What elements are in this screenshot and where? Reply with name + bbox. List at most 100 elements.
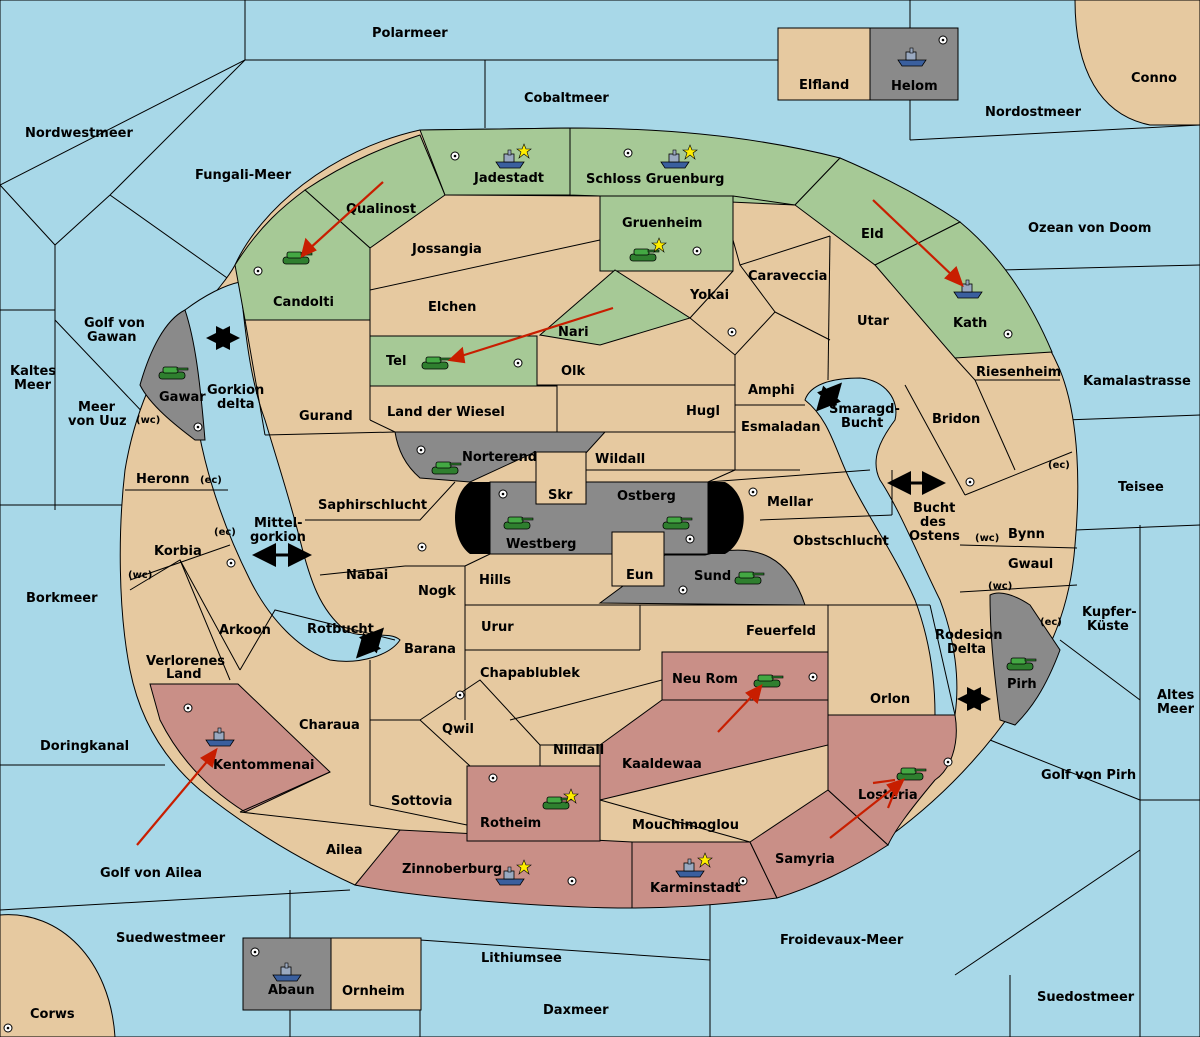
land-charaua: Charaua — [299, 718, 360, 733]
coast-bynn-wc: (wc) — [975, 533, 999, 544]
coast-heronn-ec: (ec) — [200, 475, 222, 486]
land-westberg: Westberg — [506, 537, 576, 552]
land-hills: Hills — [479, 573, 511, 588]
sea-lithiumsee: Lithiumsee — [481, 951, 562, 966]
sea-gorkion: Gorkion — [207, 383, 264, 398]
sea-meer-uuz: Meer — [78, 400, 116, 415]
land-urur: Urur — [481, 620, 514, 635]
land-gawar: Gawar — [159, 390, 206, 405]
sea-rodesion-2: Delta — [947, 642, 986, 657]
sea-mittelgorkion-2: gorkion — [250, 530, 306, 545]
land-yokai: Yokai — [689, 288, 729, 303]
sea-doringkanal: Doringkanal — [40, 739, 129, 754]
land-olk: Olk — [561, 364, 586, 379]
land-losteria: Losteria — [858, 788, 918, 803]
sea-altes-meer: Altes — [1157, 688, 1195, 703]
sea-rodesion: Rodesion — [935, 628, 1002, 643]
region-gruenheim[interactable] — [599, 195, 734, 272]
land-elfland: Elfland — [799, 78, 849, 93]
land-gruenheim: Gruenheim — [622, 216, 702, 231]
land-wiesel: Land der Wiesel — [387, 405, 505, 420]
land-wildall: Wildall — [595, 452, 645, 467]
land-qualinost: Qualinost — [346, 202, 416, 217]
sea-smaragd: Smaragd- — [829, 402, 900, 417]
sea-fungali: Fungali-Meer — [195, 168, 292, 183]
sea-bucht-ostens: Bucht — [913, 501, 955, 516]
land-arkoon: Arkoon — [219, 623, 271, 638]
land-nilldall: Nilldall — [553, 743, 604, 758]
land-eld: Eld — [861, 227, 884, 242]
land-orlon: Orlon — [870, 692, 910, 707]
sea-daxmeer: Daxmeer — [543, 1003, 609, 1018]
land-jadestadt: Jadestadt — [473, 171, 544, 186]
sea-suedostmeer: Suedostmeer — [1037, 990, 1135, 1005]
land-sottovia: Sottovia — [391, 794, 452, 809]
land-corws: Corws — [30, 1007, 75, 1022]
sea-labels: Polarmeer Cobaltmeer Nordwestmeer Fungal… — [10, 26, 1195, 1018]
land-samyria: Samyria — [775, 852, 835, 867]
land-caraveccia: Caraveccia — [748, 269, 827, 284]
coast-gwaul-wc: (wc) — [988, 581, 1012, 592]
land-riesenheim: Riesenheim — [976, 365, 1061, 380]
land-verlorenes: Verlorenes — [146, 654, 225, 669]
land-abaun: Abaun — [268, 983, 315, 998]
land-qwil: Qwil — [442, 722, 474, 737]
land-tel: Tel — [386, 354, 406, 369]
connection-arrows — [206, 326, 991, 711]
sea-kamalastrasse: Kamalastrasse — [1083, 374, 1191, 389]
sea-cobaltmeer: Cobaltmeer — [524, 91, 609, 106]
land-chapablublek: Chapablublek — [480, 666, 580, 681]
land-sund: Sund — [694, 569, 731, 584]
coast-korbia-wc: (wc) — [128, 570, 152, 581]
land-candolti: Candolti — [273, 295, 334, 310]
sea-teisee: Teisee — [1118, 480, 1164, 495]
region-neu-rom[interactable] — [661, 651, 829, 701]
land-barana: Barana — [404, 642, 456, 657]
land-eun: Eun — [626, 568, 653, 583]
sea-kupfer-2: Küste — [1087, 619, 1129, 634]
land-saphirschlucht: Saphirschlucht — [318, 498, 427, 513]
sea-bucht-ostens-2: des — [920, 515, 946, 530]
land-ostberg: Ostberg — [617, 489, 676, 504]
land-korbia: Korbia — [154, 544, 202, 559]
region-sund[interactable] — [598, 549, 806, 606]
coast-gawar-wc: (wc) — [136, 415, 160, 426]
sea-suedwestmeer: Suedwestmeer — [116, 931, 226, 946]
sea-bucht-ostens-3: Ostens — [909, 529, 960, 544]
sea-rotbucht: Rotbucht — [307, 622, 374, 637]
region-kentommenai[interactable] — [149, 683, 331, 813]
land-nabai: Nabai — [346, 568, 388, 583]
coast-pirh-ec: (ec) — [1040, 617, 1062, 628]
sea-golf-gawan: Golf von — [84, 316, 145, 331]
land-neu-rom: Neu Rom — [672, 672, 738, 687]
land-labels: Elfland Helom Conno Jadestadt Schloss Gr… — [30, 71, 1177, 1022]
sea-kupfer: Kupfer- — [1082, 605, 1137, 620]
sea-kaltes-meer-2: Meer — [14, 378, 52, 393]
land-ailea: Ailea — [326, 843, 363, 858]
land-schloss: Schloss Gruenburg — [586, 172, 724, 187]
sea-mittelgorkion: Mittel- — [254, 516, 303, 531]
sea-borkmeer: Borkmeer — [26, 591, 98, 606]
land-borders — [125, 194, 1078, 843]
land-gwaul: Gwaul — [1008, 557, 1053, 572]
land-ornheim: Ornheim — [342, 984, 405, 999]
land-feuerfeld: Feuerfeld — [746, 624, 816, 639]
land-skr: Skr — [548, 488, 573, 503]
sea-ozean-doom: Ozean von Doom — [1028, 221, 1151, 236]
land-utar: Utar — [857, 314, 890, 329]
land-kentommenai: Kentommenai — [213, 758, 314, 773]
sea-golf-gawan-2: Gawan — [87, 330, 136, 345]
land-norterend: Norterend — [462, 450, 537, 465]
coast-korbia-ec: (ec) — [214, 527, 236, 538]
sea-gorkion-2: delta — [217, 397, 255, 412]
land-obstschlucht: Obstschlucht — [793, 534, 889, 549]
land-kath: Kath — [953, 316, 987, 331]
order-arrows — [136, 181, 964, 846]
land-heronn: Heronn — [136, 472, 190, 487]
region-kaaldewaa[interactable] — [599, 699, 829, 801]
land-helom: Helom — [891, 79, 938, 94]
land-pirh: Pirh — [1007, 677, 1037, 692]
sea-meer-uuz-2: von Uuz — [68, 414, 127, 429]
coast-teisee-ec: (ec) — [1048, 460, 1070, 471]
